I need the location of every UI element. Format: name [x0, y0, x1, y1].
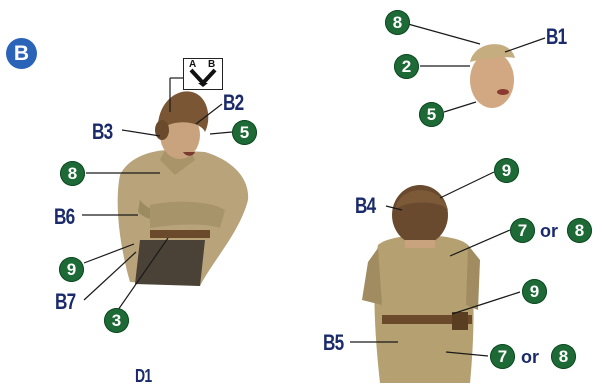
color-number-9: 9	[522, 279, 547, 304]
color-number-3: 3	[104, 308, 129, 333]
color-number-9: 9	[59, 257, 84, 282]
color-number-7: 7	[490, 344, 515, 369]
color-number-9: 9	[494, 158, 519, 183]
color-number-8: 8	[567, 218, 592, 243]
color-number-5: 5	[419, 102, 444, 127]
figure-caption: D1	[135, 365, 151, 387]
part-label-b1: B1	[546, 26, 566, 48]
part-label-b4: B4	[355, 195, 375, 217]
color-number-2: 2	[394, 54, 419, 79]
part-label-b6: B6	[54, 206, 74, 228]
option-ab-box: A B	[183, 58, 223, 90]
color-number-5: 5	[232, 120, 257, 145]
color-number-7: 7	[510, 218, 535, 243]
part-label-b2: B2	[223, 92, 243, 114]
part-label-b3: B3	[92, 121, 112, 143]
color-number-8: 8	[385, 10, 410, 35]
merge-arrow-icon	[184, 59, 222, 89]
or-text: or	[521, 345, 539, 369]
color-number-8: 8	[60, 161, 85, 186]
part-label-b7: B7	[55, 291, 75, 313]
color-number-8: 8	[551, 344, 576, 369]
part-label-b5: B5	[323, 332, 343, 354]
or-text: or	[540, 219, 558, 243]
